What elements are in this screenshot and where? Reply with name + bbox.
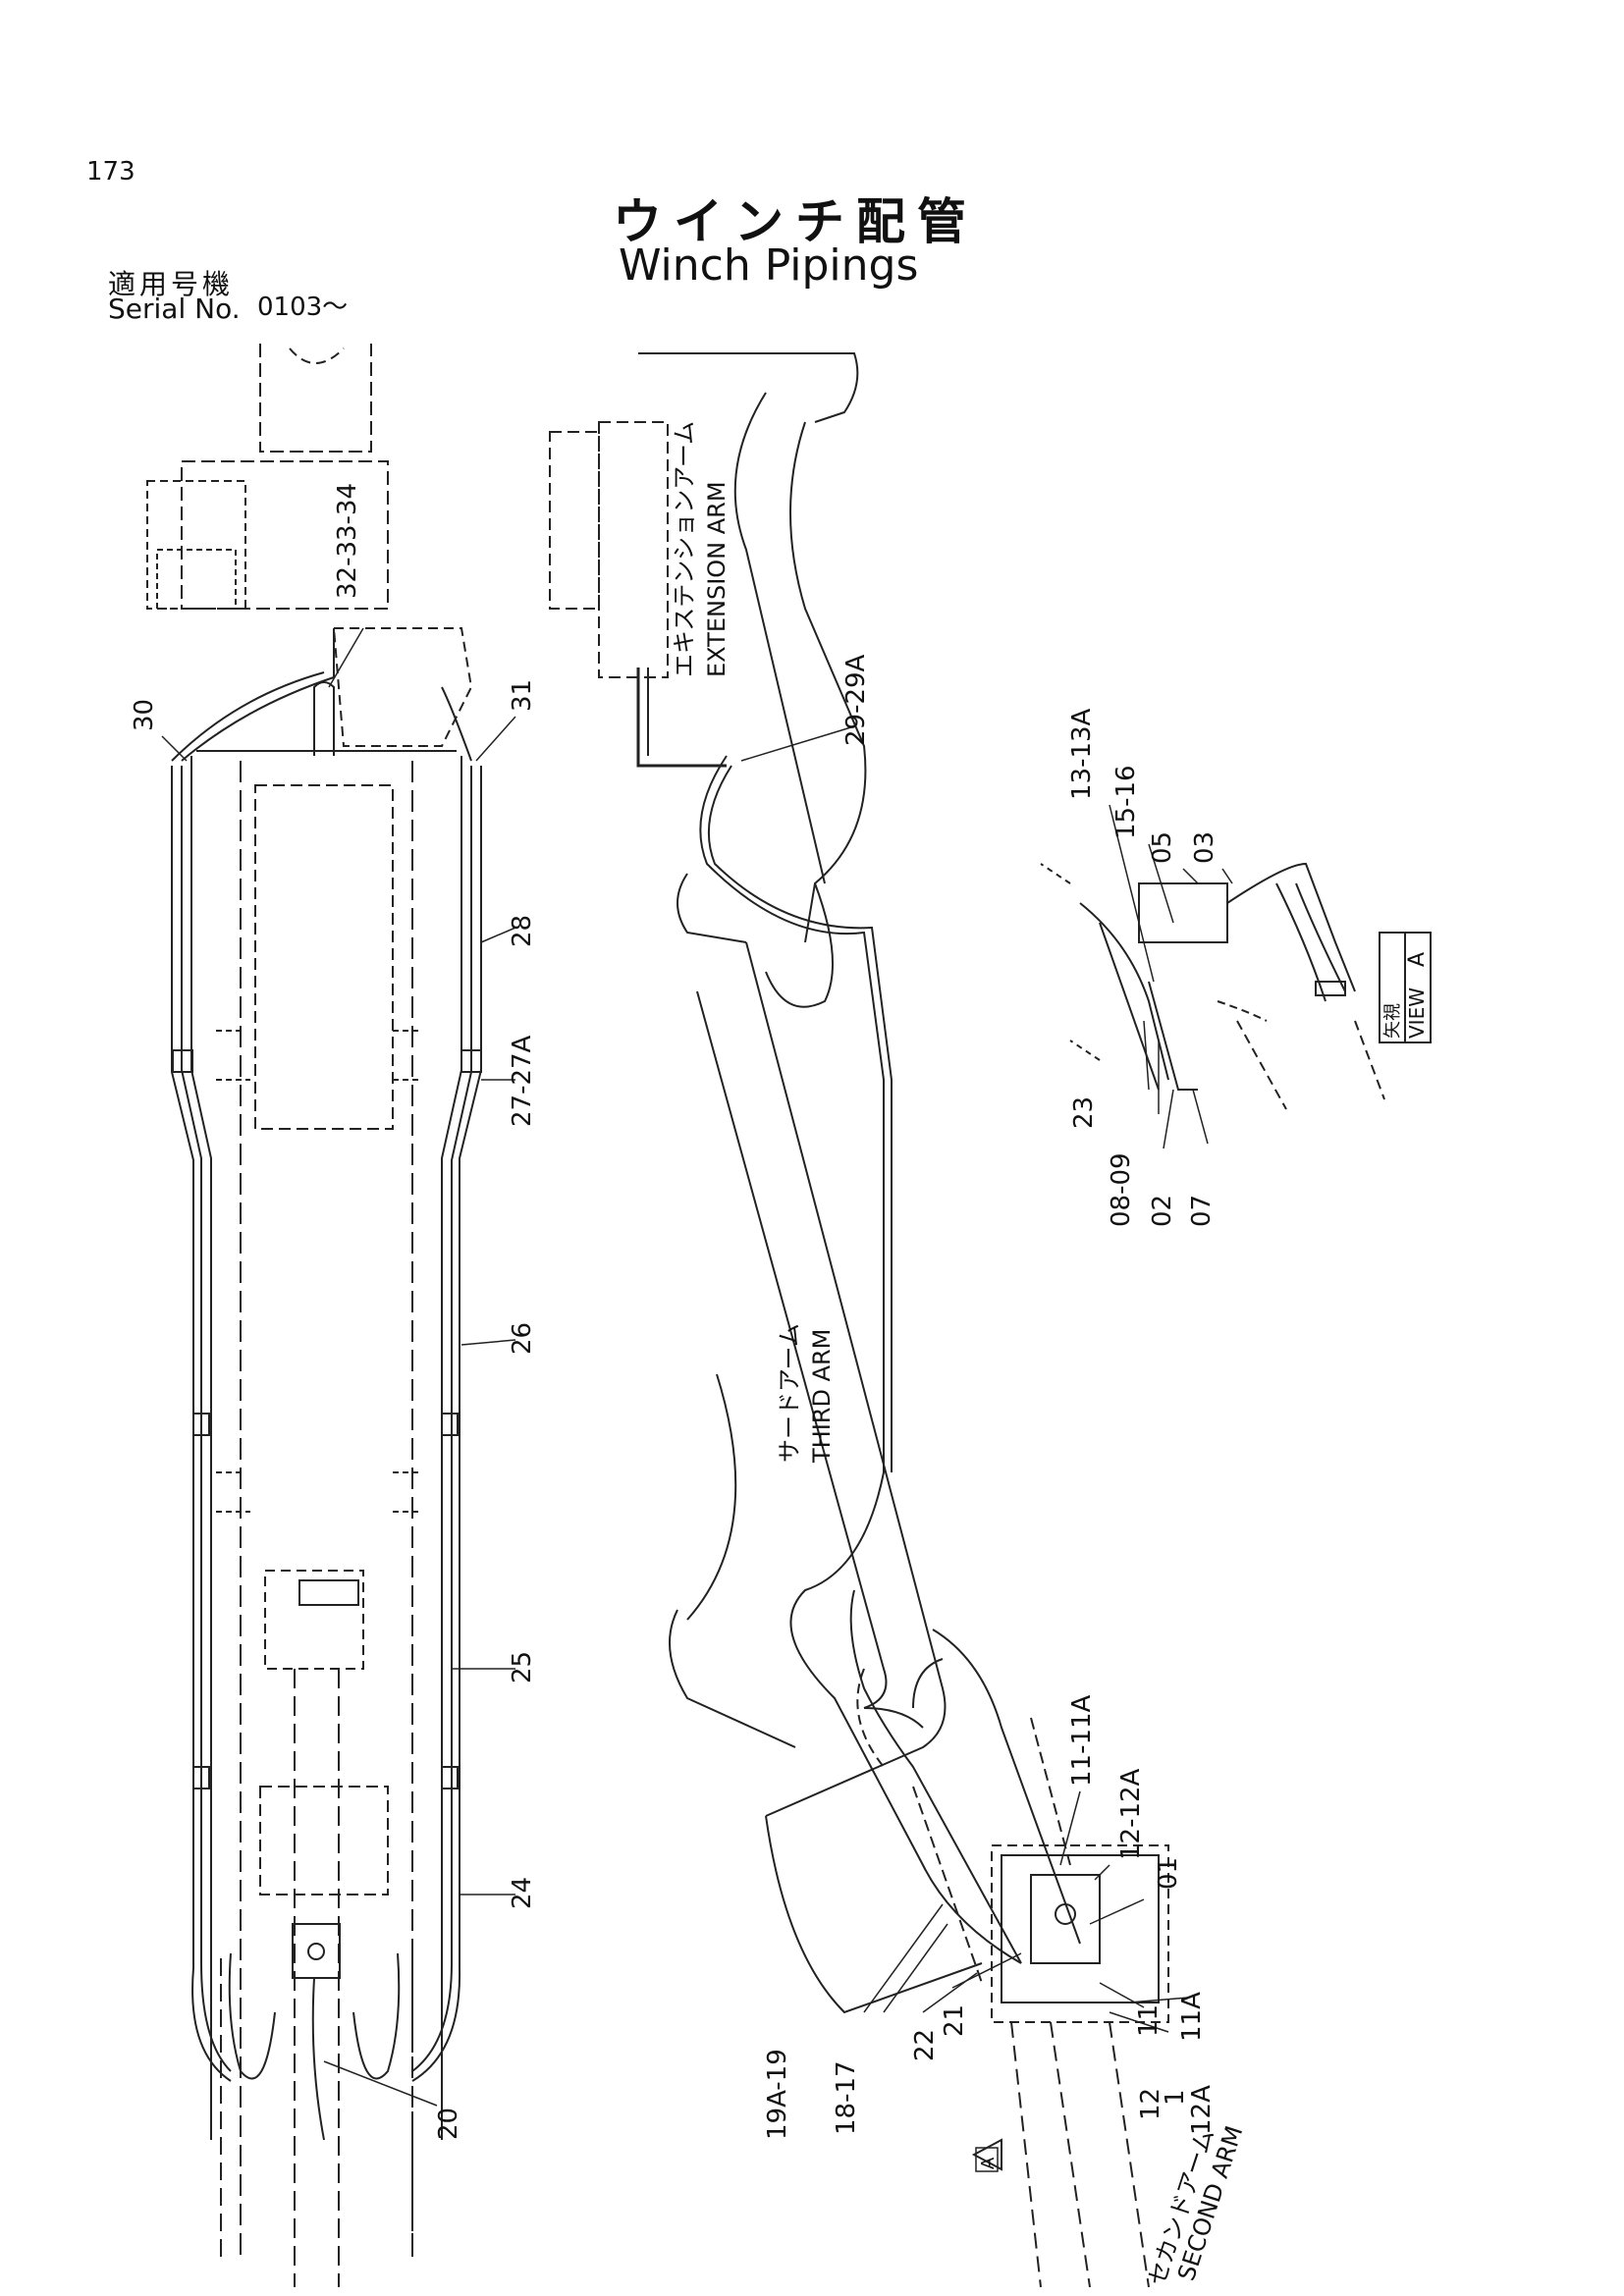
callout-32-33-34: 32-33-34 (333, 483, 362, 599)
callout-11-11a: 11-11A (1067, 1694, 1097, 1787)
callout-1: 1 (1161, 2089, 1190, 2106)
callout-27-27a: 27-27A (508, 1035, 537, 1127)
serial-label: Serial No. (108, 293, 241, 325)
page-title: Winch Pipings (619, 240, 919, 291)
third-arm-label-jp: サードアーム (776, 1323, 803, 1463)
callout-07: 07 (1187, 1195, 1217, 1227)
callout-05: 05 (1148, 831, 1177, 864)
callout-26: 26 (508, 1322, 537, 1355)
callout-12: 12 (1136, 2088, 1165, 2120)
view-label-jp: 矢視 (1382, 1003, 1403, 1039)
callout-12-12a: 12-12A (1116, 1768, 1146, 1860)
callout-19a-19: 19A-19 (763, 2049, 792, 2140)
callout-12a: 12A (1187, 2085, 1217, 2135)
callout-22: 22 (910, 2029, 940, 2061)
extension-arm-label: EXTENSION ARM (703, 481, 731, 677)
page-title-japanese: ウインチ配管 (613, 193, 978, 250)
callout-25: 25 (508, 1651, 537, 1683)
callout-02: 02 (1148, 1195, 1177, 1227)
callout-03: 03 (1190, 831, 1219, 864)
callout-leaders (161, 627, 1233, 2107)
boom-assembly-top-view (146, 344, 482, 2287)
callout-15-16: 15-16 (1111, 765, 1141, 839)
callout-24: 24 (508, 1877, 537, 1909)
callout-21: 21 (940, 2004, 969, 2037)
serial-label-japanese: 適用号機 (108, 268, 235, 300)
callout-20: 20 (434, 2108, 463, 2140)
callout-29-29a: 29-29A (841, 654, 871, 746)
view-a-detail (1040, 862, 1385, 1110)
callout-08-09: 08-09 (1107, 1152, 1136, 1227)
serial-value: 0103～ (257, 293, 349, 322)
callout-30: 30 (130, 699, 159, 731)
callout-31: 31 (508, 679, 537, 712)
page-number: 173 (86, 157, 135, 187)
view-a-label: 矢視 VIEW A (1379, 932, 1432, 1043)
callout-23: 23 (1069, 1096, 1099, 1129)
third-arm-label: THIRD ARM (808, 1329, 836, 1464)
callout-01: 01 (1154, 1857, 1183, 1890)
view-letter: A (1405, 952, 1430, 967)
callout-11: 11 (1134, 2004, 1164, 2037)
view-arrow-a: A (971, 2138, 1002, 2172)
view-label: VIEW (1405, 988, 1429, 1039)
callout-13-13a: 13-13A (1067, 708, 1097, 800)
callout-18-17: 18-17 (832, 2060, 861, 2135)
extension-arm-label-jp: エキステンションアーム (671, 421, 698, 677)
arm-side-view (549, 352, 1169, 2288)
view-arrow-letter: A (978, 2157, 999, 2169)
callout-11a: 11A (1177, 1992, 1207, 2042)
callout-28: 28 (508, 915, 537, 947)
